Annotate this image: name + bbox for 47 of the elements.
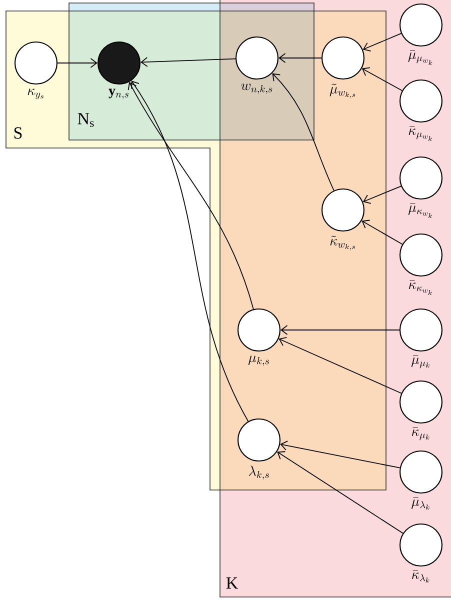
- variable-label: $\mathbf{y}_{n,s}$: [108, 88, 128, 100]
- variable-label: $\tilde{\kappa}_{w_{k,s}}$: [330, 236, 355, 250]
- arrow: [278, 336, 402, 394]
- variable-label: $\bar{\kappa}_{\lambda_k}$: [412, 570, 430, 583]
- arrow: [362, 67, 403, 92]
- variable-circle: [399, 79, 443, 123]
- arrow: [128, 82, 254, 310]
- arrow: [131, 80, 249, 422]
- plate-label: K: [226, 577, 238, 589]
- variable-circle: [399, 156, 443, 200]
- variable-label: $\kappa_{y_s}$: [28, 88, 44, 100]
- plate-label: S: [14, 127, 22, 139]
- arrow: [57, 58, 98, 68]
- variable-circle: [399, 233, 443, 277]
- arrow: [362, 32, 402, 52]
- arrow: [280, 325, 400, 335]
- variable-label: $\bar{\kappa}_{\mu_k}$: [412, 427, 430, 440]
- variable-label: $\bar{\mu}_{\lambda_k}$: [412, 497, 430, 510]
- arrow: [278, 53, 322, 63]
- plate-label: N$_{s}$: [78, 113, 94, 127]
- variable-label: $\lambda_{k,s}$: [248, 466, 269, 480]
- variable-label: $\tilde{\mu}_{w_{k,s}}$: [330, 84, 356, 98]
- variable-circle: [237, 418, 281, 462]
- arrow: [272, 73, 334, 191]
- variable-circle: [399, 523, 443, 567]
- variable-label: $\bar{\mu}_{\mu_{w_k}}$: [408, 50, 432, 66]
- arrow: [140, 57, 236, 67]
- variable-label: $\bar{\mu}_{\kappa_{w_k}}$: [408, 203, 432, 218]
- variable-circle: [399, 380, 443, 424]
- variable-circle: [399, 3, 443, 47]
- variable-circle: [399, 308, 443, 352]
- arrow: [277, 451, 404, 534]
- variable-circle: [235, 36, 279, 80]
- variable-label: $w_{n,k,s}$: [241, 84, 272, 94]
- variable-circle: [97, 41, 141, 85]
- variable-circle: [14, 41, 58, 85]
- arrow: [362, 186, 402, 204]
- variable-label: $\bar{\mu}_{\mu_k}$: [411, 355, 430, 368]
- variable-circle: [399, 450, 443, 494]
- arrow: [362, 220, 403, 245]
- arrow: [280, 440, 400, 468]
- variable-label: $\bar{\kappa}_{\mu_{w_k}}$: [408, 126, 432, 142]
- variable-circle: [321, 188, 365, 232]
- variable-circle: [237, 308, 281, 352]
- variable-label: $\mu_{k,s}$: [248, 356, 269, 366]
- variable-circle: [321, 36, 365, 80]
- variable-label: $\bar{\kappa}_{\kappa_{w_k}}$: [409, 280, 432, 296]
